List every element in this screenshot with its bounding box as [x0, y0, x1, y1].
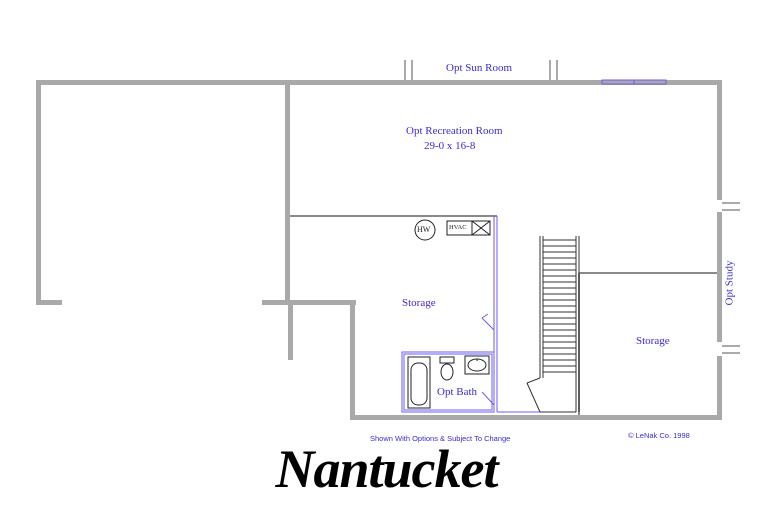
stair-treads	[543, 239, 576, 373]
partitions	[401, 79, 667, 413]
bathtub-icon	[407, 356, 431, 409]
wall-lower-stub	[288, 305, 293, 360]
water-heater-label: HW	[417, 225, 431, 234]
recreation-room-dims: 29-0 x 16-8	[424, 140, 476, 152]
disclaimer-note: Shown With Options & Subject To Change	[370, 434, 511, 443]
wall-step	[350, 300, 355, 420]
hvac-label: HVAC	[449, 224, 467, 231]
wall-right-middle	[717, 212, 722, 342]
wall-left	[36, 80, 41, 305]
wall-garage-divider	[285, 80, 290, 305]
copyright-note: © LeNak Co. 1998	[628, 431, 690, 440]
bath-door	[481, 391, 495, 406]
plan-title: Nantucket	[275, 439, 498, 499]
sun-room-label: Opt Sun Room	[446, 62, 513, 74]
study-openings	[722, 202, 740, 354]
water-heater-icon	[414, 219, 436, 241]
sun-room-posts	[404, 60, 558, 80]
storage-door-b	[481, 313, 489, 319]
staircase	[526, 236, 580, 413]
stair-landing	[526, 382, 541, 413]
recreation-room-label: Opt Recreation Room	[406, 125, 503, 137]
storage-right-label: Storage	[636, 335, 670, 347]
wall-garage-bottom-right	[262, 300, 356, 305]
wall-top	[36, 80, 722, 85]
wall-garage-bottom-left	[36, 300, 62, 305]
walls	[36, 80, 722, 420]
bath-outline	[401, 351, 495, 413]
sink-icon	[464, 355, 490, 375]
storage-door	[481, 317, 495, 331]
wall-right-upper	[717, 80, 722, 200]
bath-label: Opt Bath	[437, 386, 478, 398]
storage-left-label: Storage	[402, 297, 436, 309]
study-label: Opt Study	[723, 260, 736, 306]
toilet-icon	[439, 356, 455, 381]
bath-outline-inner	[403, 353, 493, 411]
stair-landing	[526, 377, 541, 384]
hvac-icon	[446, 220, 491, 236]
wall-bottom	[350, 415, 722, 420]
wall-right-lower	[717, 356, 722, 420]
